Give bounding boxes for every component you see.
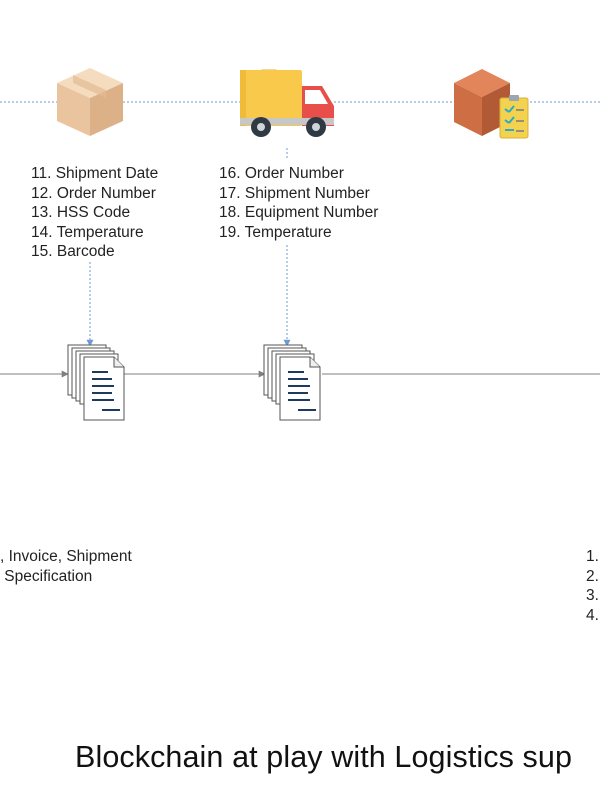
- list-item: 17. Shipment Number: [219, 184, 370, 202]
- shipper-field-list: 11. Shipment Date 12. Order Number 13. H…: [31, 164, 158, 262]
- list-item: 16. Order Number: [219, 165, 344, 182]
- right-field-list: 1. 2. 3. 4.: [586, 547, 599, 625]
- left-document-text: , Invoice, Shipment Specification: [0, 547, 132, 586]
- document-stack-icon: [67, 344, 125, 421]
- list-item: 3.: [586, 587, 599, 604]
- text-line: Specification: [0, 567, 93, 585]
- box-checklist-icon: [454, 69, 529, 139]
- document-stack-icon: [263, 344, 321, 421]
- list-item: 4.: [586, 606, 599, 624]
- list-item: 15. Barcode: [31, 243, 115, 260]
- package-box-icon: [57, 68, 123, 136]
- page-title: Blockchain at play with Logistics sup: [75, 740, 573, 774]
- list-item: 19. Temperature: [219, 223, 332, 241]
- list-item: 12. Order Number: [31, 184, 156, 202]
- delivery-truck-icon: [240, 69, 334, 137]
- text-line: , Invoice, Shipment: [0, 548, 132, 565]
- carrier-field-list: 16. Order Number 17. Shipment Number 18.…: [219, 164, 378, 242]
- list-item: 18. Equipment Number: [219, 204, 379, 221]
- list-item: 11. Shipment Date: [31, 165, 159, 182]
- list-item: 2.: [586, 567, 599, 585]
- list-item: 1.: [586, 548, 599, 565]
- list-item: 13. HSS Code: [31, 204, 131, 221]
- list-item: 14. Temperature: [31, 223, 144, 241]
